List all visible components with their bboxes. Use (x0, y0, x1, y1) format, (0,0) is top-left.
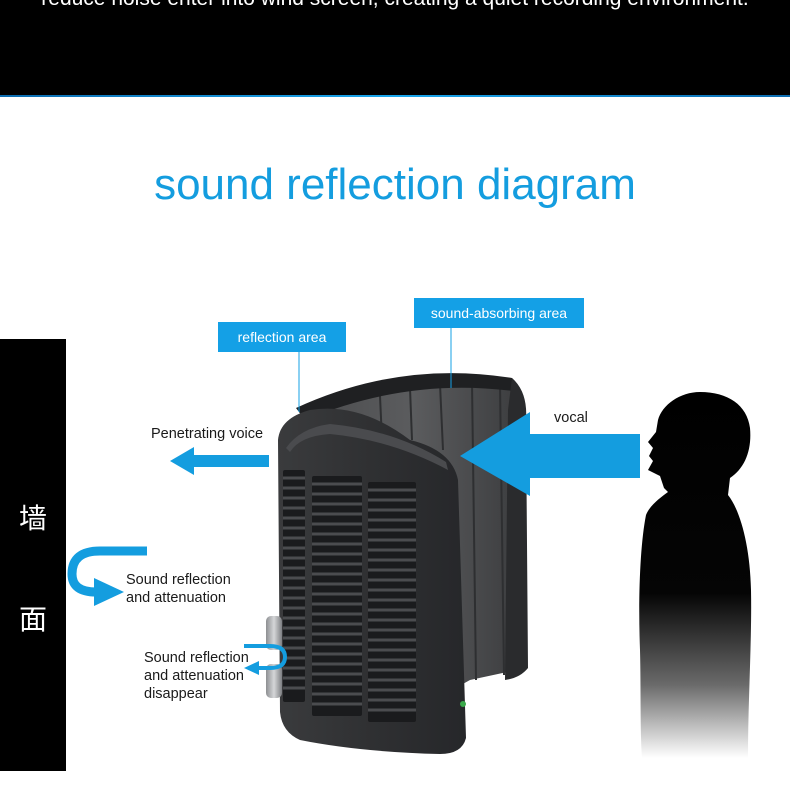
reflection-disappear-line: Sound reflection (144, 650, 249, 666)
sound-absorbing-area-label: sound-absorbing area (414, 298, 584, 328)
mount-knob (266, 664, 282, 698)
reflection-area-label: reflection area (218, 322, 346, 352)
banner-text: reduce noise enter into wind screen, cre… (0, 0, 790, 11)
mount-knob (266, 616, 282, 650)
person-silhouette-icon (639, 392, 752, 758)
reflection-attenuation-label: Sound reflection and attenuation (126, 571, 231, 607)
reflection-disappear-line: and attenuation (144, 668, 244, 684)
arrow-left-icon (170, 447, 269, 475)
mic-shield-image (266, 373, 528, 754)
wall-panel: 墙 面 (0, 339, 66, 771)
wall-char-2: 面 (18, 603, 47, 636)
top-banner: reduce noise enter into wind screen, cre… (0, 0, 790, 97)
wall-char-1: 墙 (18, 502, 47, 535)
arrow-left-icon (460, 412, 640, 496)
penetrating-voice-label: Penetrating voice (151, 426, 264, 442)
u-turn-arrow-icon (67, 546, 147, 606)
vocal-label: vocal (554, 410, 588, 426)
diagram-title: sound reflection diagram (154, 160, 636, 209)
banner-divider (0, 95, 790, 97)
reflection-disappear-label: Sound reflection and attenuation disappe… (144, 649, 249, 703)
reflection-disappear-line: disappear (144, 686, 208, 702)
reflection-attenuation-line: Sound reflection (126, 572, 231, 588)
reflection-attenuation-line: and attenuation (126, 590, 226, 606)
u-turn-arrow-icon (244, 644, 288, 675)
